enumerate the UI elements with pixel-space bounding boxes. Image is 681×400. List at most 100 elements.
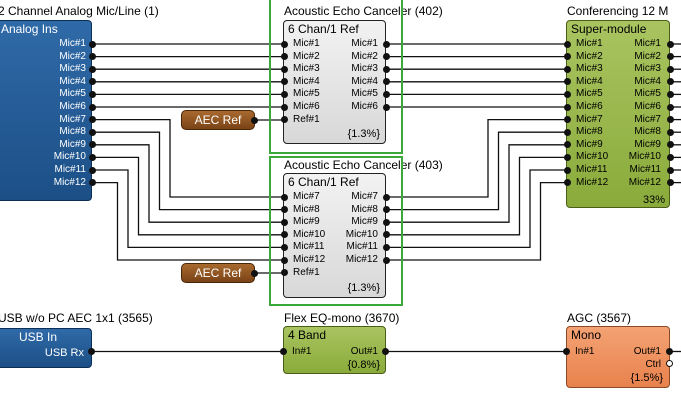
analog-out-port[interactable] <box>88 116 96 124</box>
aec403-out-port[interactable] <box>382 231 390 239</box>
analog-ins-block[interactable]: Analog Ins <box>0 20 92 201</box>
analog-out-port[interactable] <box>88 166 96 174</box>
aec-ref-block-top[interactable]: AEC Ref <box>181 110 255 130</box>
analog-out-port[interactable] <box>88 40 96 48</box>
aec403-in-port[interactable] <box>280 256 288 264</box>
aec402-in-port[interactable] <box>280 103 288 111</box>
analog-out-port[interactable] <box>88 65 96 73</box>
aec403-in-label: Mic#8 <box>293 203 320 215</box>
aec403-in-port[interactable] <box>280 193 288 201</box>
wire-analog-to-aec403[interactable] <box>92 181 284 261</box>
wire-analog-to-aec403[interactable] <box>92 144 284 223</box>
wire-analog-to-aec403[interactable] <box>92 131 284 211</box>
conf-out-port[interactable] <box>666 179 674 187</box>
conf-out-port[interactable] <box>666 166 674 174</box>
conf-out-port[interactable] <box>666 90 674 98</box>
aec402-selection <box>269 0 403 154</box>
conf-in-port[interactable] <box>563 65 571 73</box>
wire-analog-to-aec403[interactable] <box>92 169 284 249</box>
aec-ref-top-port[interactable] <box>251 117 258 124</box>
aec402-out-label: Mic#5 <box>351 88 378 100</box>
aec403-in-port[interactable] <box>280 218 288 226</box>
conf-supermodule-block[interactable]: Super-module 33% <box>566 20 670 208</box>
analog-out-port[interactable] <box>88 90 96 98</box>
aec403-out-port[interactable] <box>382 243 390 251</box>
wire-analog-to-aec403[interactable] <box>92 118 284 198</box>
wire-aec403-to-conf[interactable] <box>386 169 567 249</box>
analog-out-port[interactable] <box>88 141 96 149</box>
aec402-in-port[interactable] <box>280 65 288 73</box>
conf-out-port[interactable] <box>666 116 674 124</box>
aec402-out-port[interactable] <box>382 78 390 86</box>
aec402-in-port[interactable] <box>280 90 288 98</box>
conf-out-port[interactable] <box>666 153 674 161</box>
wire-aec403-to-conf[interactable] <box>386 131 567 211</box>
aec402-in-port[interactable] <box>280 40 288 48</box>
flex-eq-out-port[interactable] <box>382 348 389 355</box>
aec402-out-port[interactable] <box>382 65 390 73</box>
conf-in-port[interactable] <box>563 128 571 136</box>
aec402-out-label: Mic#6 <box>351 101 378 112</box>
wire-aec403-to-conf[interactable] <box>386 181 567 261</box>
analog-out-port[interactable] <box>88 179 96 187</box>
conf-in-port[interactable] <box>563 90 571 98</box>
conf-in-port[interactable] <box>563 179 571 187</box>
agc-out-label: Out#1 <box>633 346 661 357</box>
conf-out-port[interactable] <box>666 141 674 149</box>
usb-in-block[interactable]: USB In USB Rx <box>0 328 92 368</box>
aec403-out-port[interactable] <box>382 193 390 201</box>
aec403-in-port[interactable] <box>280 206 288 214</box>
analog-out-port[interactable] <box>88 103 96 111</box>
conf-in-port[interactable] <box>563 53 571 61</box>
conf-in-port[interactable] <box>563 166 571 174</box>
conf-in-port[interactable] <box>563 141 571 149</box>
analog-out-port[interactable] <box>88 78 96 86</box>
conf-in-port[interactable] <box>563 116 571 124</box>
aec402-out-port[interactable] <box>382 53 390 61</box>
aec402-in-port[interactable] <box>280 78 288 86</box>
analog-out-port[interactable] <box>88 153 96 161</box>
conf-in-port[interactable] <box>563 78 571 86</box>
conf-out-port[interactable] <box>666 40 674 48</box>
aec402-out-port[interactable] <box>382 90 390 98</box>
wire-aec403-to-conf[interactable] <box>386 156 567 236</box>
conf-out-port[interactable] <box>666 103 674 111</box>
aec402-in-port[interactable] <box>280 116 288 124</box>
analog-out-port[interactable] <box>88 128 96 136</box>
aec403-out-port[interactable] <box>382 206 390 214</box>
flex-eq-block[interactable]: 4 Band In#1 Out#1 {0.8%} <box>283 326 386 374</box>
agc-title: AGC (3567) <box>567 311 632 325</box>
aec403-out-port[interactable] <box>382 256 390 264</box>
aec402-in-label: Mic#4 <box>293 75 320 87</box>
wire-aec403-to-conf[interactable] <box>386 118 567 198</box>
conf-in-port[interactable] <box>563 40 571 48</box>
flex-eq-in-port[interactable] <box>280 348 287 355</box>
aec403-in-port[interactable] <box>280 269 288 277</box>
aec402-block[interactable]: 6 Chan/1 Ref {1.3%} <box>283 20 386 144</box>
conf-in-port[interactable] <box>563 103 571 111</box>
agc-ctrl-port[interactable] <box>666 360 673 367</box>
conf-out-label: Mic#12 <box>628 176 661 188</box>
conf-out-port[interactable] <box>666 78 674 86</box>
aec-ref-block-bottom[interactable]: AEC Ref <box>181 263 255 283</box>
aec403-out-port[interactable] <box>382 218 390 226</box>
conf-in-label: Mic#4 <box>576 75 603 87</box>
usb-rx-port[interactable] <box>88 348 95 355</box>
agc-block[interactable]: Mono In#1 Out#1 Ctrl {1.5%} <box>566 326 670 388</box>
conf-out-port[interactable] <box>666 53 674 61</box>
wire-aec403-to-conf[interactable] <box>386 144 567 223</box>
conf-in-port[interactable] <box>563 153 571 161</box>
conf-out-port[interactable] <box>666 128 674 136</box>
aec-ref-bottom-port[interactable] <box>251 270 258 277</box>
conf-out-port[interactable] <box>666 65 674 73</box>
analog-out-port[interactable] <box>88 53 96 61</box>
aec402-out-port[interactable] <box>382 40 390 48</box>
analog-port-label: Mic#12 <box>53 176 86 188</box>
aec402-out-port[interactable] <box>382 103 390 111</box>
aec403-in-port[interactable] <box>280 243 288 251</box>
aec402-in-port[interactable] <box>280 53 288 61</box>
agc-in-port[interactable] <box>563 348 570 355</box>
agc-out-port[interactable] <box>666 348 673 355</box>
aec403-in-port[interactable] <box>280 231 288 239</box>
wire-analog-to-aec403[interactable] <box>92 156 284 236</box>
